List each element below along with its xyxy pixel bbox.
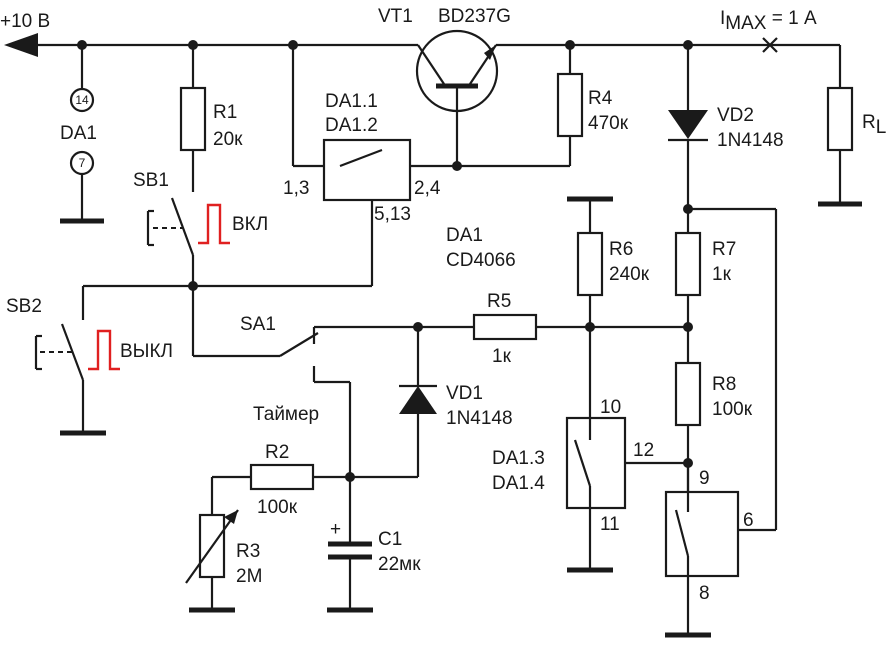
sb1-switch (146, 197, 230, 286)
da1-chip-ref-label: DA1 (446, 225, 483, 246)
da1-1-ref-label: DA1.1 (325, 91, 378, 112)
da1-ref-label: DA1 (60, 123, 97, 144)
r3-value-label: 2М (236, 566, 262, 587)
junction-dots (77, 40, 693, 482)
r7-resistor (674, 231, 702, 363)
vd2-diode (668, 45, 708, 233)
r4-value-label: 470к (588, 113, 629, 134)
vd1-ref-label: VD1 (446, 383, 483, 404)
c1-ref-label: C1 (378, 529, 402, 550)
vd2-ref-label: VD2 (717, 105, 754, 126)
r1-resistor (179, 45, 207, 192)
right-switch-pin6-label: 6 (743, 510, 754, 531)
r2-value-label: 100к (257, 497, 298, 518)
vd1-part-label: 1N4148 (446, 408, 513, 429)
vt1-ref-label: VT1 (378, 6, 413, 27)
r5-value-label: 1к (492, 346, 512, 367)
da1-1-2-switch (291, 45, 570, 202)
right-switch (664, 463, 740, 638)
sw34-pin-top-label: 10 (600, 397, 621, 418)
imax-label: IMAX = 1 А (720, 8, 817, 34)
r8-ref-label: R8 (712, 374, 736, 395)
top-rail (4, 33, 840, 57)
sa1-ref-label: SA1 (240, 314, 276, 335)
da1-3-4-switch (565, 416, 688, 573)
sw34-pin-bottom-label: 11 (600, 514, 620, 535)
da1-3-ref-label: DA1.3 (492, 448, 545, 469)
right-switch-pin9-label: 9 (699, 468, 710, 489)
right-switch-pin8-label: 8 (699, 583, 710, 604)
da1-pin7-label: 7 (79, 156, 86, 170)
rl-label: RL (862, 112, 886, 138)
r1-value-label: 20к (213, 129, 243, 150)
sw34-pin-ctrl-label: 12 (633, 440, 654, 461)
r2-resistor (212, 463, 350, 491)
vd2-part-label: 1N4148 (717, 130, 784, 151)
control-wiring (191, 200, 374, 358)
r4-ref-label: R4 (588, 88, 613, 109)
current-measure-cross (762, 37, 778, 53)
r4-resistor (556, 45, 584, 166)
r2-ref-label: R2 (265, 442, 289, 463)
sa1-switch (279, 325, 418, 477)
rl-load (818, 45, 862, 207)
da1-2-ref-label: DA1.2 (325, 115, 378, 136)
sw12-pin-ctrl-label: 5,13 (374, 204, 411, 225)
sb1-ref-label: SB1 (133, 170, 169, 191)
da1-4-ref-label: DA1.4 (492, 473, 545, 494)
r1-ref-label: R1 (213, 102, 237, 123)
r6-value-label: 240к (609, 264, 650, 285)
vt1-part-label: BD237G (438, 6, 511, 27)
supply-label: +10 В (0, 11, 50, 32)
c1-polarity-label: + (330, 519, 341, 540)
c1-value-label: 22мк (378, 554, 421, 575)
sb1-on-label: ВКЛ (232, 214, 268, 235)
da1-pin14-label: 14 (75, 93, 89, 107)
sb2-ref-label: SB2 (6, 296, 42, 317)
r8-value-label: 100к (712, 399, 753, 420)
vt1-transistor (415, 29, 499, 166)
r3-ref-label: R3 (236, 541, 260, 562)
sa1-timer-label: Таймер (253, 404, 319, 425)
r7-ref-label: R7 (712, 239, 736, 260)
sb2-off-label: ВЫКЛ (120, 341, 173, 362)
r3-variable-resistor (185, 477, 239, 613)
c1-capacitor (327, 477, 373, 613)
r6-ref-label: R6 (609, 239, 633, 260)
r5-resistor (418, 313, 688, 341)
sb2-switch (34, 284, 193, 436)
r5-ref-label: R5 (487, 291, 511, 312)
sw12-pin-out-label: 2,4 (414, 178, 441, 199)
r6-resistor (567, 196, 613, 418)
da1-chip-part-label: CD4066 (446, 250, 516, 271)
vd1-diode (350, 327, 437, 479)
sw12-pin-in-label: 1,3 (283, 178, 309, 199)
r7-value-label: 1к (712, 264, 732, 285)
da1-power-pins (60, 45, 104, 224)
feedback-wire (688, 207, 778, 532)
